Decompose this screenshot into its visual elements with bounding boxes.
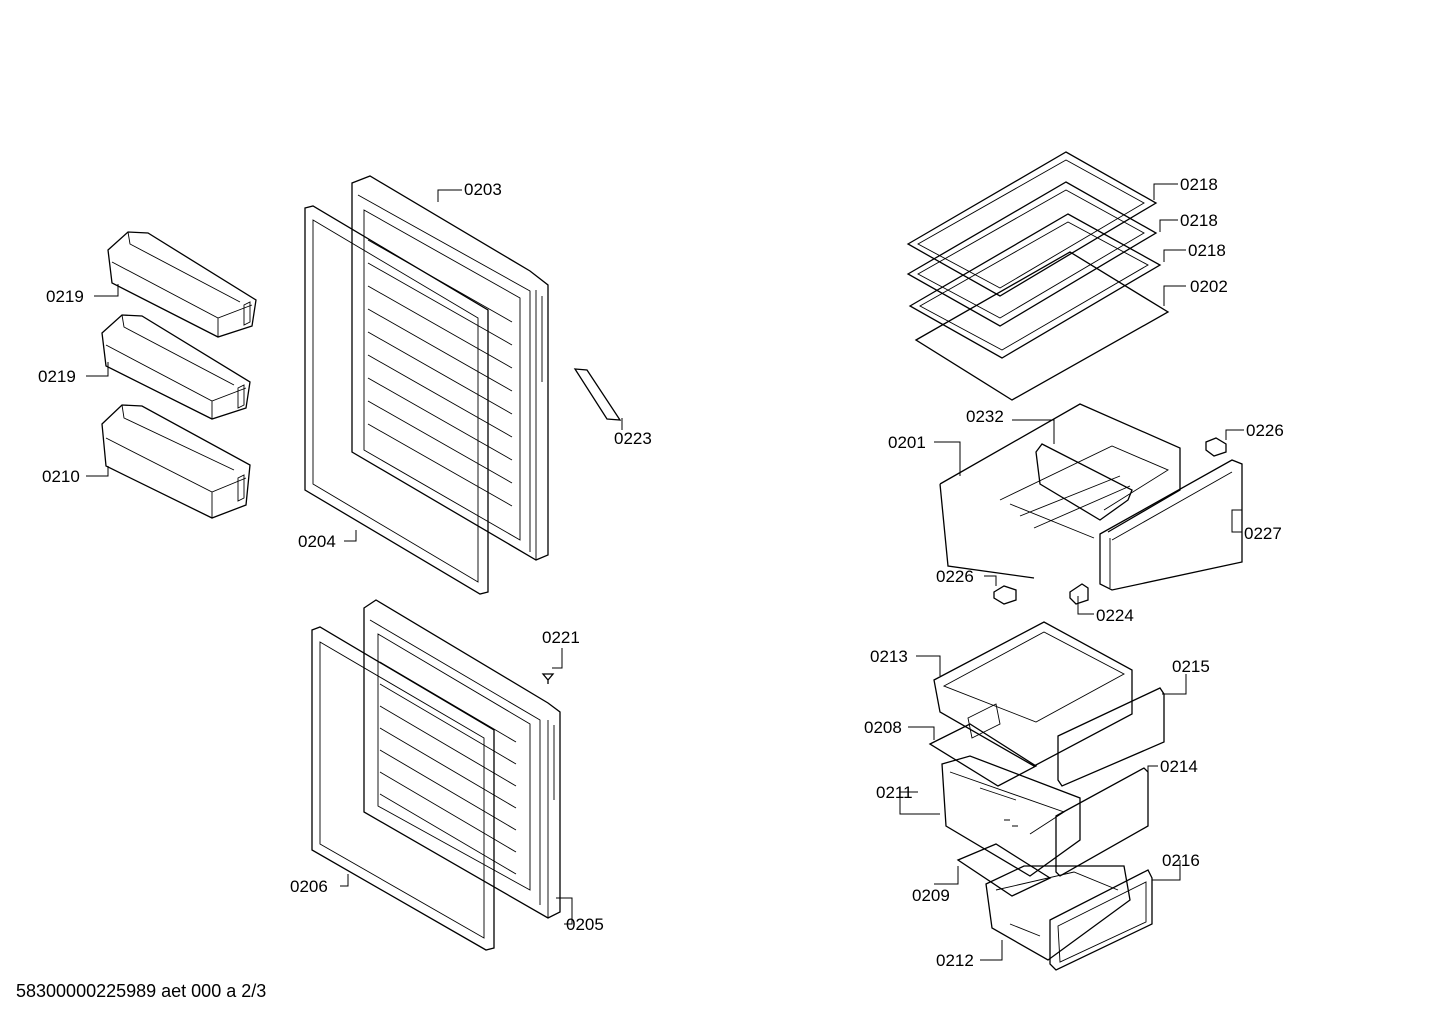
upper-door-shelf-ribs bbox=[367, 239, 513, 507]
label-0226-lower: 0226 bbox=[936, 567, 974, 586]
label-0219-lower: 0219 bbox=[38, 367, 76, 386]
label-0205: 0205 bbox=[566, 915, 604, 934]
label-0219-upper: 0219 bbox=[46, 287, 84, 306]
label-0218-top: 0218 bbox=[1180, 175, 1218, 194]
crisper-drawer-0201 bbox=[939, 403, 1181, 579]
drawer-front-0216 bbox=[1049, 869, 1153, 971]
label-0202: 0202 bbox=[1190, 277, 1228, 296]
freezer-drawer-upper-0213 bbox=[933, 621, 1133, 767]
upper-door-panel bbox=[351, 175, 549, 561]
label-0223: 0223 bbox=[614, 429, 652, 448]
label-0224: 0224 bbox=[1096, 606, 1134, 625]
leader-lines bbox=[86, 183, 1244, 961]
part-0223-label-plate bbox=[573, 368, 622, 421]
drawer-front-0214 bbox=[1055, 767, 1149, 877]
drawer-front-0215 bbox=[1057, 687, 1165, 787]
door-bin-upper bbox=[107, 231, 257, 338]
label-0209: 0209 bbox=[912, 886, 950, 905]
freezer-drawer-lower-0212 bbox=[985, 865, 1131, 961]
document-footer-code: 58300000225989 aet 000 a 2/3 bbox=[16, 981, 267, 1001]
clip-0224 bbox=[1069, 583, 1089, 605]
clip-0226-upper bbox=[1205, 437, 1227, 457]
upper-door-gasket bbox=[304, 205, 489, 595]
lower-door-panel bbox=[363, 599, 561, 919]
part-0221-screw bbox=[541, 673, 555, 684]
label-0206: 0206 bbox=[290, 877, 328, 896]
clip-0226-lower bbox=[993, 585, 1017, 605]
label-0227: 0227 bbox=[1244, 524, 1282, 543]
label-0218-middle: 0218 bbox=[1180, 211, 1218, 230]
door-bin-lower bbox=[101, 404, 251, 519]
label-0203: 0203 bbox=[464, 180, 502, 199]
label-0226-upper: 0226 bbox=[1246, 421, 1284, 440]
divider-plate-0208 bbox=[928, 723, 1038, 787]
label-0204: 0204 bbox=[298, 532, 336, 551]
label-0216: 0216 bbox=[1162, 851, 1200, 870]
label-0201: 0201 bbox=[888, 433, 926, 452]
label-0213: 0213 bbox=[870, 647, 908, 666]
glass-shelf-frames bbox=[906, 151, 1162, 359]
label-0218-bottom: 0218 bbox=[1188, 241, 1226, 260]
label-0221: 0221 bbox=[542, 628, 580, 647]
label-0214: 0214 bbox=[1160, 757, 1198, 776]
label-0208: 0208 bbox=[864, 718, 902, 737]
label-0211: 0211 bbox=[876, 783, 913, 802]
label-0232: 0232 bbox=[966, 407, 1004, 426]
label-0210: 0210 bbox=[42, 467, 80, 486]
drawer-front-0227 bbox=[1099, 459, 1243, 591]
door-bin-middle bbox=[101, 314, 251, 420]
label-0212: 0212 bbox=[936, 951, 974, 970]
lower-door-shelf-ribs bbox=[379, 661, 517, 875]
lower-door-gasket bbox=[311, 626, 495, 951]
glass-shelf-plate bbox=[914, 251, 1170, 401]
label-0215: 0215 bbox=[1172, 657, 1210, 676]
divider-0232 bbox=[1035, 443, 1133, 521]
